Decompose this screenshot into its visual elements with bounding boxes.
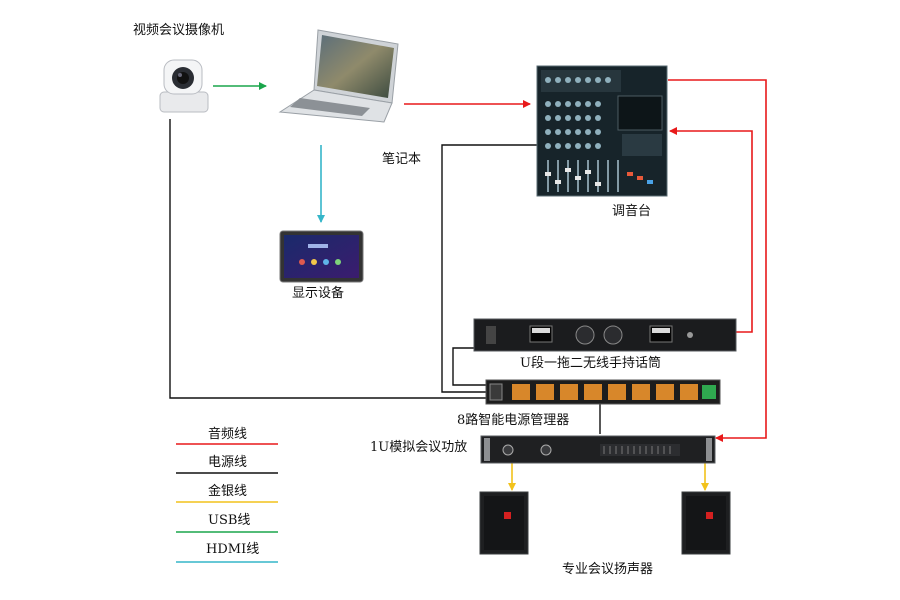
mixer-icon <box>536 65 668 197</box>
camera-label: 视频会议摄像机 <box>133 23 224 38</box>
laptop-icon <box>278 29 399 123</box>
camera-icon <box>159 59 209 113</box>
display-label: 显示设备 <box>292 285 344 301</box>
display-icon <box>279 230 364 283</box>
power-manager-label: 8路智能电源管理器 <box>457 412 569 428</box>
wireless-mic-receiver-icon <box>473 318 737 352</box>
legend-label-audio: 音频线 <box>208 426 247 442</box>
amplifier-icon <box>480 435 716 464</box>
laptop-label: 笔记本 <box>382 151 421 167</box>
legend-label-speaker-wire: 金银线 <box>208 483 247 499</box>
audio-line-mixer-amplifier <box>668 79 767 442</box>
audio-line-mic-mixer <box>669 127 753 333</box>
wireless-mic-label: U段一拖二无线手持话筒 <box>520 355 661 371</box>
speaker-right-icon <box>681 491 731 555</box>
mixer-label: 调音台 <box>612 203 651 219</box>
legend: 音频线 电源线 金银线 USB线 HDMI线 <box>176 426 278 563</box>
speakers-label: 专业会议扬声器 <box>562 562 653 577</box>
power-manager-icon <box>485 379 721 405</box>
speaker-left-icon <box>479 491 529 555</box>
power-line-camera <box>169 119 486 399</box>
power-line-mic <box>452 347 486 386</box>
power-line-mixer <box>441 144 537 393</box>
legend-label-hdmi: HDMI线 <box>206 542 259 557</box>
legend-label-power: 电源线 <box>208 455 247 470</box>
legend-label-usb: USB线 <box>208 513 250 528</box>
amplifier-label: 1U模拟会议功放 <box>370 440 467 455</box>
